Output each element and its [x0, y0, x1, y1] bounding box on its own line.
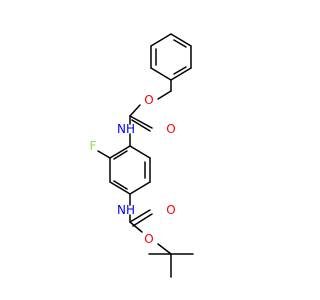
bond — [170, 33, 192, 47]
atom-o-benzyl-ester: O — [144, 93, 153, 107]
bond — [157, 243, 172, 255]
bond — [129, 104, 141, 117]
atom-labels: O O NH F NH O O — [90, 93, 176, 246]
atom-o-boc-carbonyl: O — [166, 203, 175, 217]
atom-fluorine: F — [90, 139, 97, 153]
atom-nh-benzyl-amide: NH — [117, 122, 135, 136]
bond — [157, 90, 172, 100]
bond — [170, 67, 192, 81]
atom-o-benzyl-carbonyl: O — [166, 122, 175, 136]
bond — [132, 213, 153, 227]
atom-nh-boc-amide: NH — [117, 203, 135, 217]
bond — [173, 66, 187, 75]
chemical-structure: O O NH F NH O O — [90, 33, 194, 278]
bond — [113, 150, 128, 160]
bond — [129, 221, 143, 233]
bond — [109, 145, 131, 159]
bond — [97, 150, 111, 159]
bond — [129, 145, 151, 159]
atom-o-boc-ester: O — [144, 232, 153, 246]
bond — [131, 119, 151, 132]
bond — [173, 39, 187, 48]
bond — [109, 181, 131, 195]
bonds — [97, 33, 194, 278]
bond — [150, 67, 172, 81]
bond — [129, 115, 153, 129]
bond — [129, 209, 151, 223]
bond — [113, 180, 128, 190]
bond — [150, 33, 172, 47]
bond — [129, 181, 151, 195]
